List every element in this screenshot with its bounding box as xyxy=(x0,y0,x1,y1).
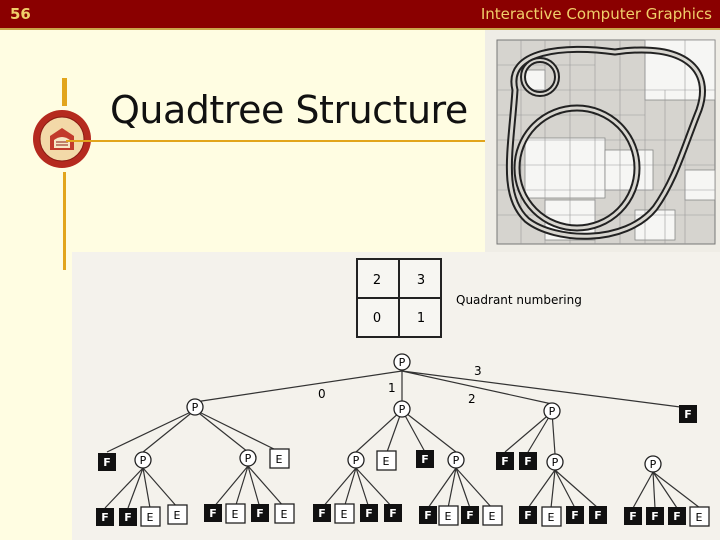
slide-number: 56 xyxy=(10,5,31,23)
university-seal-logo xyxy=(30,106,94,172)
tree-node-l2-2-1: F xyxy=(524,455,532,468)
quadtree-tree-diagram: 2 3 0 1 Quadrant numbering 0 1 2 3 P P P… xyxy=(72,252,720,540)
tree-leaf-1-3: E xyxy=(281,508,288,521)
edge-label-3: 3 xyxy=(474,364,482,378)
tree-leaf-1-2: F xyxy=(256,507,264,520)
tree-leaf-4-1: E xyxy=(548,511,555,524)
tree-leaf-3-0: F xyxy=(424,509,432,522)
edge-label-1: 1 xyxy=(388,381,396,395)
title-underline xyxy=(66,140,486,142)
tree-leaf-3-2: F xyxy=(466,509,474,522)
tree-leaf-3-1: E xyxy=(445,510,452,523)
tree-leaf-2-2: F xyxy=(365,507,373,520)
tree-leaf-4-3: F xyxy=(594,509,602,522)
tree-node-l2-1-1: E xyxy=(383,455,390,468)
tree-leaf-1-1: E xyxy=(232,508,239,521)
tree-node-l2-0-3: E xyxy=(276,453,283,466)
tree-leaf-2-1: E xyxy=(341,508,348,521)
course-title: Interactive Computer Graphics xyxy=(481,5,712,23)
quadtree-subdivision-figure xyxy=(485,30,720,252)
tree-node-l2-2-2: P xyxy=(552,456,559,469)
tree-leaf-4-2: F xyxy=(571,509,579,522)
tree-node-l2-3-0: P xyxy=(650,458,657,471)
tree-leaf-2-3: F xyxy=(389,507,397,520)
tree-leaf-1-0: F xyxy=(209,507,217,520)
tree-node-l1-0: P xyxy=(192,401,199,414)
tree-leaf-5-2: F xyxy=(673,510,681,523)
quadrant-cell-0: 0 xyxy=(373,311,381,326)
quadrant-numbering-grid: 2 3 0 1 xyxy=(357,259,441,337)
tree-node-l2-0-0: F xyxy=(103,456,111,469)
tree-node-l2-0-1: P xyxy=(140,454,147,467)
tree-node-l2-1-3: P xyxy=(453,454,460,467)
quadrant-numbering-label: Quadrant numbering xyxy=(456,293,582,307)
quadrant-cell-2: 2 xyxy=(373,273,381,288)
slide-title: Quadtree Structure xyxy=(110,88,468,132)
tree-node-l1-1: P xyxy=(399,403,406,416)
tree-node-l2-1-0: P xyxy=(353,454,360,467)
tree-leaf-3-3: E xyxy=(489,510,496,523)
tree-node-l1-3: F xyxy=(684,408,692,421)
edge-label-2: 2 xyxy=(468,392,476,406)
header-bar: 56 Interactive Computer Graphics xyxy=(0,0,720,30)
tree-node-l2-2-0: F xyxy=(501,455,509,468)
tree-leaf-0-3: E xyxy=(174,509,181,522)
tree-leaf-0-1: F xyxy=(124,511,132,524)
tree-node-l2-1-2: F xyxy=(421,453,429,466)
tree-leaf-2-0: F xyxy=(318,507,326,520)
tree-leaf-4-0: F xyxy=(524,509,532,522)
quadrant-cell-1: 1 xyxy=(417,311,425,326)
tree-leaf-5-3: E xyxy=(696,511,703,524)
tree-node-l2-0-2: P xyxy=(245,452,252,465)
tree-leaf-5-0: F xyxy=(629,510,637,523)
tree-root-node: P xyxy=(399,356,406,369)
tree-leaf-0-2: E xyxy=(147,511,154,524)
tree-leaf-0-0: F xyxy=(101,511,109,524)
tree-node-l1-2: P xyxy=(549,405,556,418)
edge-label-0: 0 xyxy=(318,387,326,401)
quadrant-cell-3: 3 xyxy=(417,273,425,288)
tree-leaf-5-1: F xyxy=(651,510,659,523)
